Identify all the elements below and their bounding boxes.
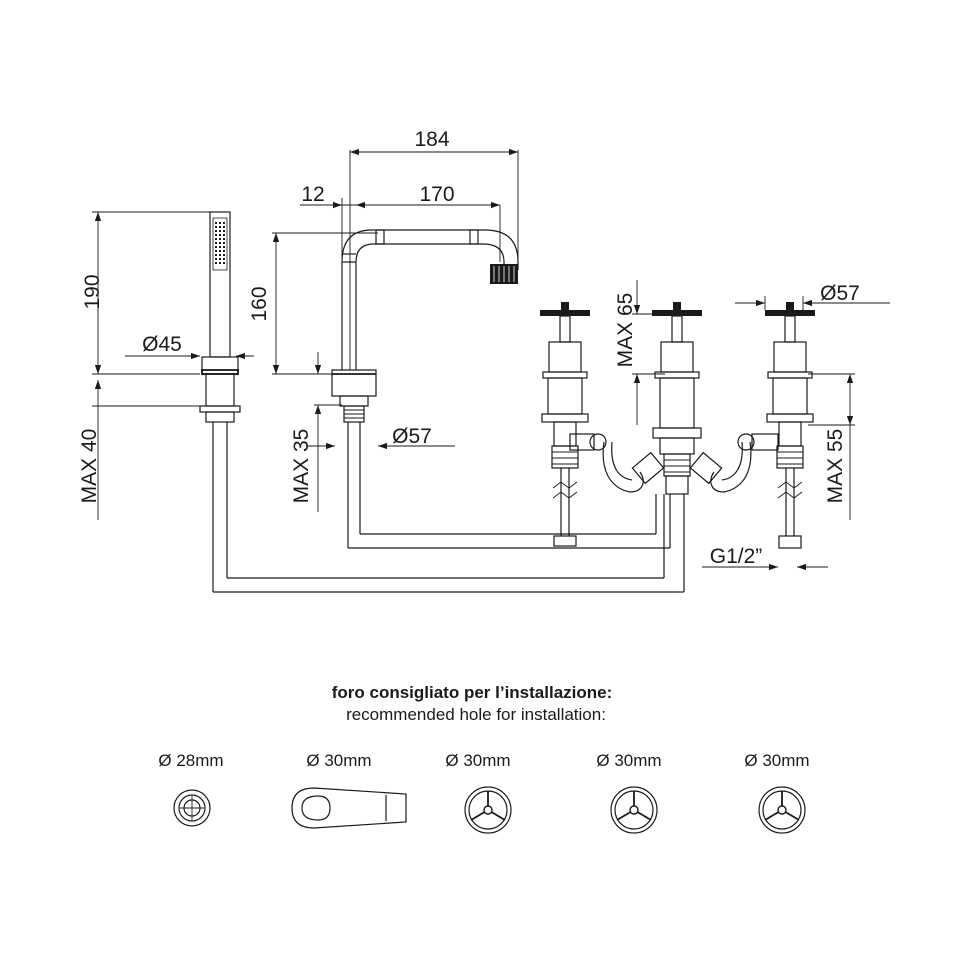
valve-left (540, 302, 607, 547)
top-view-hand-shower (173, 789, 211, 827)
dimension-lines (92, 148, 890, 571)
dim-170: 170 (419, 183, 454, 206)
caption-subtitle: recommended hole for installation: (346, 705, 606, 724)
dim-12: 12 (301, 183, 324, 206)
dim-max-55: MAX 55 (824, 429, 847, 504)
dim-max-40: MAX 40 (78, 429, 101, 504)
dim-160: 160 (248, 286, 271, 321)
top-view-handle-1 (464, 786, 512, 834)
dim-g12: G1/2” (710, 545, 763, 568)
dim-diameter-57-bottom: Ø57 (392, 425, 432, 448)
hole-label-5: Ø 30mm (744, 751, 809, 770)
dim-max-35: MAX 35 (290, 429, 313, 504)
dim-190: 190 (81, 274, 104, 309)
spout (331, 229, 670, 549)
valve-right (737, 302, 815, 549)
top-view-handle-3 (758, 786, 806, 834)
hole-label-4: Ø 30mm (596, 751, 661, 770)
hand-shower (199, 211, 678, 593)
hole-label-3: Ø 30mm (445, 751, 510, 770)
dim-184: 184 (414, 128, 449, 151)
hole-label-1: Ø 28mm (158, 751, 223, 770)
top-view-spout (291, 787, 407, 829)
valve-center (602, 302, 752, 593)
dim-max-65: MAX 65 (614, 293, 637, 368)
dim-diameter-57-top: Ø57 (820, 282, 860, 305)
top-view-handle-2 (610, 786, 658, 834)
hole-label-2: Ø 30mm (306, 751, 371, 770)
caption-title: foro consigliato per l’installazione: (332, 683, 613, 702)
dimension-labels: 184 12 170 Ø45 Ø57 Ø57 G1/2” 190 160 MAX… (78, 128, 860, 568)
dim-diameter-45: Ø45 (142, 333, 182, 356)
